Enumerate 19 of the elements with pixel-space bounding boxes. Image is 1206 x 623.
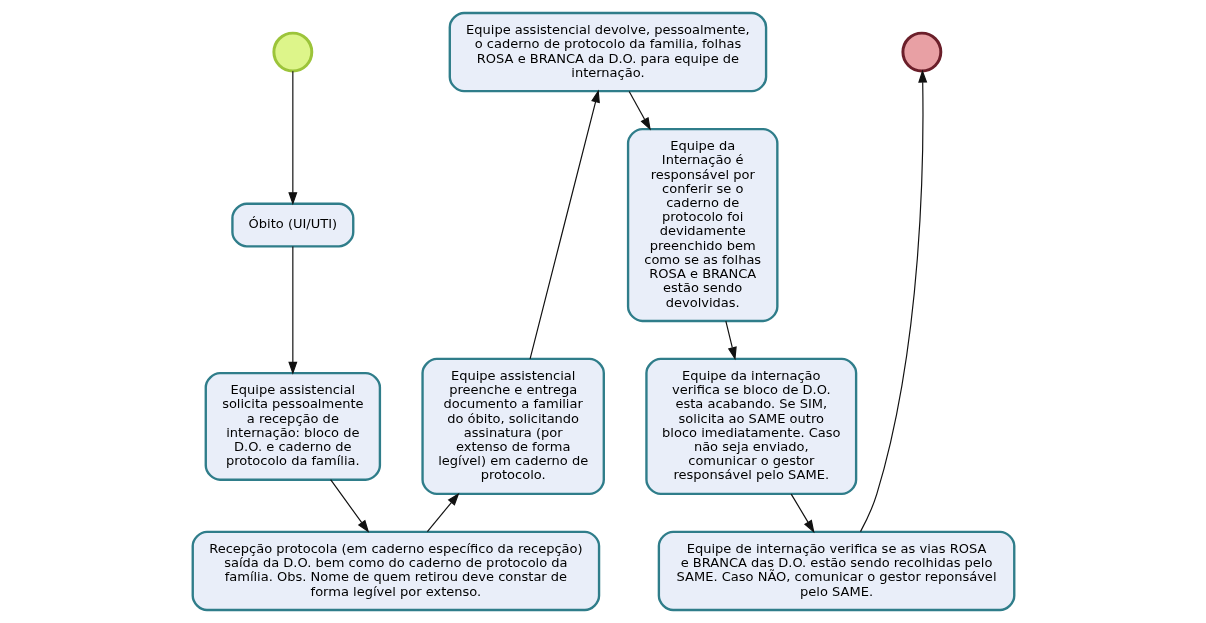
node-circle (271, 31, 313, 73)
node-box: Equipe assistencial solicita pessoalmente a recepção de internação: bloco de D.O. e caderno de protocolo da família. (204, 371, 381, 481)
arrow (724, 320, 737, 361)
arrow (859, 69, 927, 533)
node-box: Óbito (UI/UTI) (230, 202, 354, 248)
node-box: Equipe de internação verifica se as vias ROSA e BRANCA das D.O. estão sendo recolhidas pelo SAME. Caso NÃO, comunicar o gestor reponsável pelo SAME. (657, 530, 1015, 612)
node-box: Equipe assistencial devolve, pessoalmente, o caderno de protocolo da familia, folhas ROSA e BRANCA da D.O. para equipe de internação. (448, 11, 767, 93)
node-box: Equipe assistencial preenche e entrega documento a familiar do óbito, solicitando assinatura (por extenso de forma legível) em caderno de protocolo. (420, 357, 605, 496)
node-circle (900, 31, 942, 73)
node-box: Equipe da internação verifica se bloco de D.O. esta acabando. Se SIM, solicita ao SAME outro bloco imediatamente. Caso não seja enviado, comunicar o gestor responsável pelo SAME. (644, 357, 857, 496)
arrow (628, 90, 651, 131)
arrow (329, 479, 369, 533)
node-box: Equipe da Internação é responsável por conferir se o caderno de protocolo foi devidamente preenchido bem como se as folhas ROSA e BRANCA estão sendo devolvidas. (626, 127, 779, 323)
arrow (426, 492, 459, 533)
arrow (790, 493, 815, 534)
node-box: Recepção protocola (em caderno específico da recepção) saída da D.O. bem como do caderno de protocolo da família. Obs. Nome de quem retirou deve constar de forma legível por extenso. (191, 530, 600, 612)
arrow (287, 245, 297, 375)
arrow (529, 89, 600, 360)
arrow (287, 70, 297, 206)
